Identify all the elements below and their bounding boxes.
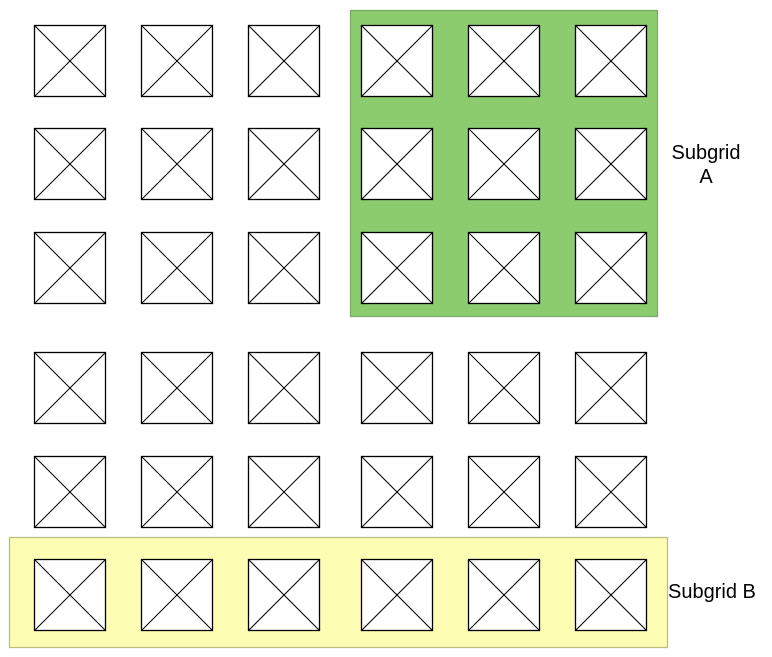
grid-cell-r2-c3 bbox=[247, 127, 321, 201]
cell-diagonal-icon bbox=[34, 232, 106, 304]
grid-cell-r4-c6 bbox=[574, 351, 648, 425]
grid-cell-r6-c1 bbox=[33, 558, 107, 632]
grid-cell-r1-c2 bbox=[140, 24, 214, 98]
grid-cell-r3-c1 bbox=[33, 231, 107, 305]
cell-diagonal-icon bbox=[468, 232, 540, 304]
cell-diagonal-icon bbox=[468, 128, 540, 200]
cell-diagonal-icon bbox=[575, 25, 647, 97]
cell-diagonal-icon bbox=[34, 352, 106, 424]
grid-cells bbox=[33, 24, 648, 632]
grid-cell-r3-c5 bbox=[467, 231, 541, 305]
cell-diagonal-icon bbox=[361, 232, 433, 304]
cell-diagonal-icon bbox=[468, 456, 540, 528]
cell-diagonal-icon bbox=[141, 559, 213, 631]
cell-diagonal-icon bbox=[248, 352, 320, 424]
grid-cell-r6-c6 bbox=[574, 558, 648, 632]
grid-cell-r3-c3 bbox=[247, 231, 321, 305]
cell-diagonal-icon bbox=[141, 232, 213, 304]
cell-diagonal-icon bbox=[575, 352, 647, 424]
grid-cell-r5-c1 bbox=[33, 455, 107, 529]
cell-diagonal-icon bbox=[34, 25, 106, 97]
grid-cell-r3-c2 bbox=[140, 231, 214, 305]
cell-diagonal-icon bbox=[361, 456, 433, 528]
cell-diagonal-icon bbox=[361, 128, 433, 200]
cell-diagonal-icon bbox=[468, 352, 540, 424]
grid-cell-r4-c1 bbox=[33, 351, 107, 425]
grid-cell-r4-c2 bbox=[140, 351, 214, 425]
grid-cell-r2-c2 bbox=[140, 127, 214, 201]
grid-cell-r5-c3 bbox=[247, 455, 321, 529]
grid-cell-r1-c5 bbox=[467, 24, 541, 98]
cell-diagonal-icon bbox=[141, 128, 213, 200]
cell-diagonal-icon bbox=[575, 128, 647, 200]
grid-cell-r4-c3 bbox=[247, 351, 321, 425]
grid-cell-r2-c5 bbox=[467, 127, 541, 201]
subgrid-a-label-line2: A bbox=[699, 166, 713, 188]
grid-cell-r1-c1 bbox=[33, 24, 107, 98]
cell-diagonal-icon bbox=[248, 232, 320, 304]
grid-cell-r6-c3 bbox=[247, 558, 321, 632]
grid-cell-r5-c4 bbox=[360, 455, 434, 529]
grid-cell-r2-c1 bbox=[33, 127, 107, 201]
subgrid-a-label: Subgrid A bbox=[660, 141, 752, 189]
grid-cell-r6-c4 bbox=[360, 558, 434, 632]
grid-cell-r1-c3 bbox=[247, 24, 321, 98]
cell-diagonal-icon bbox=[141, 352, 213, 424]
cell-diagonal-icon bbox=[34, 128, 106, 200]
grid-cell-r3-c4 bbox=[360, 231, 434, 305]
grid-cell-r6-c5 bbox=[467, 558, 541, 632]
grid-cell-r2-c4 bbox=[360, 127, 434, 201]
cell-diagonal-icon bbox=[361, 25, 433, 97]
grid-cell-r5-c6 bbox=[574, 455, 648, 529]
cell-diagonal-icon bbox=[34, 559, 106, 631]
subgrid-b-region bbox=[8, 536, 669, 649]
grid-cell-r5-c5 bbox=[467, 455, 541, 529]
cell-diagonal-icon bbox=[248, 128, 320, 200]
cell-diagonal-icon bbox=[575, 456, 647, 528]
cell-diagonal-icon bbox=[575, 559, 647, 631]
cell-diagonal-icon bbox=[248, 559, 320, 631]
cell-diagonal-icon bbox=[361, 352, 433, 424]
cell-diagonal-icon bbox=[141, 25, 213, 97]
cell-diagonal-icon bbox=[361, 559, 433, 631]
cell-diagonal-icon bbox=[248, 456, 320, 528]
grid-cell-r6-c2 bbox=[140, 558, 214, 632]
cell-diagonal-icon bbox=[34, 456, 106, 528]
cell-diagonal-icon bbox=[468, 25, 540, 97]
grid-cell-r1-c6 bbox=[574, 24, 648, 98]
grid-cell-r1-c4 bbox=[360, 24, 434, 98]
cell-diagonal-icon bbox=[141, 456, 213, 528]
cell-diagonal-icon bbox=[468, 559, 540, 631]
grid-cell-r3-c6 bbox=[574, 231, 648, 305]
grid-cell-r5-c2 bbox=[140, 455, 214, 529]
subgrid-b-label: Subgrid B bbox=[668, 581, 756, 603]
cell-diagonal-icon bbox=[248, 25, 320, 97]
grid-cell-r4-c4 bbox=[360, 351, 434, 425]
subgrid-a-label-line1: Subgrid bbox=[671, 142, 741, 164]
cell-diagonal-icon bbox=[575, 232, 647, 304]
grid-cell-r2-c6 bbox=[574, 127, 648, 201]
grid-cell-r4-c5 bbox=[467, 351, 541, 425]
